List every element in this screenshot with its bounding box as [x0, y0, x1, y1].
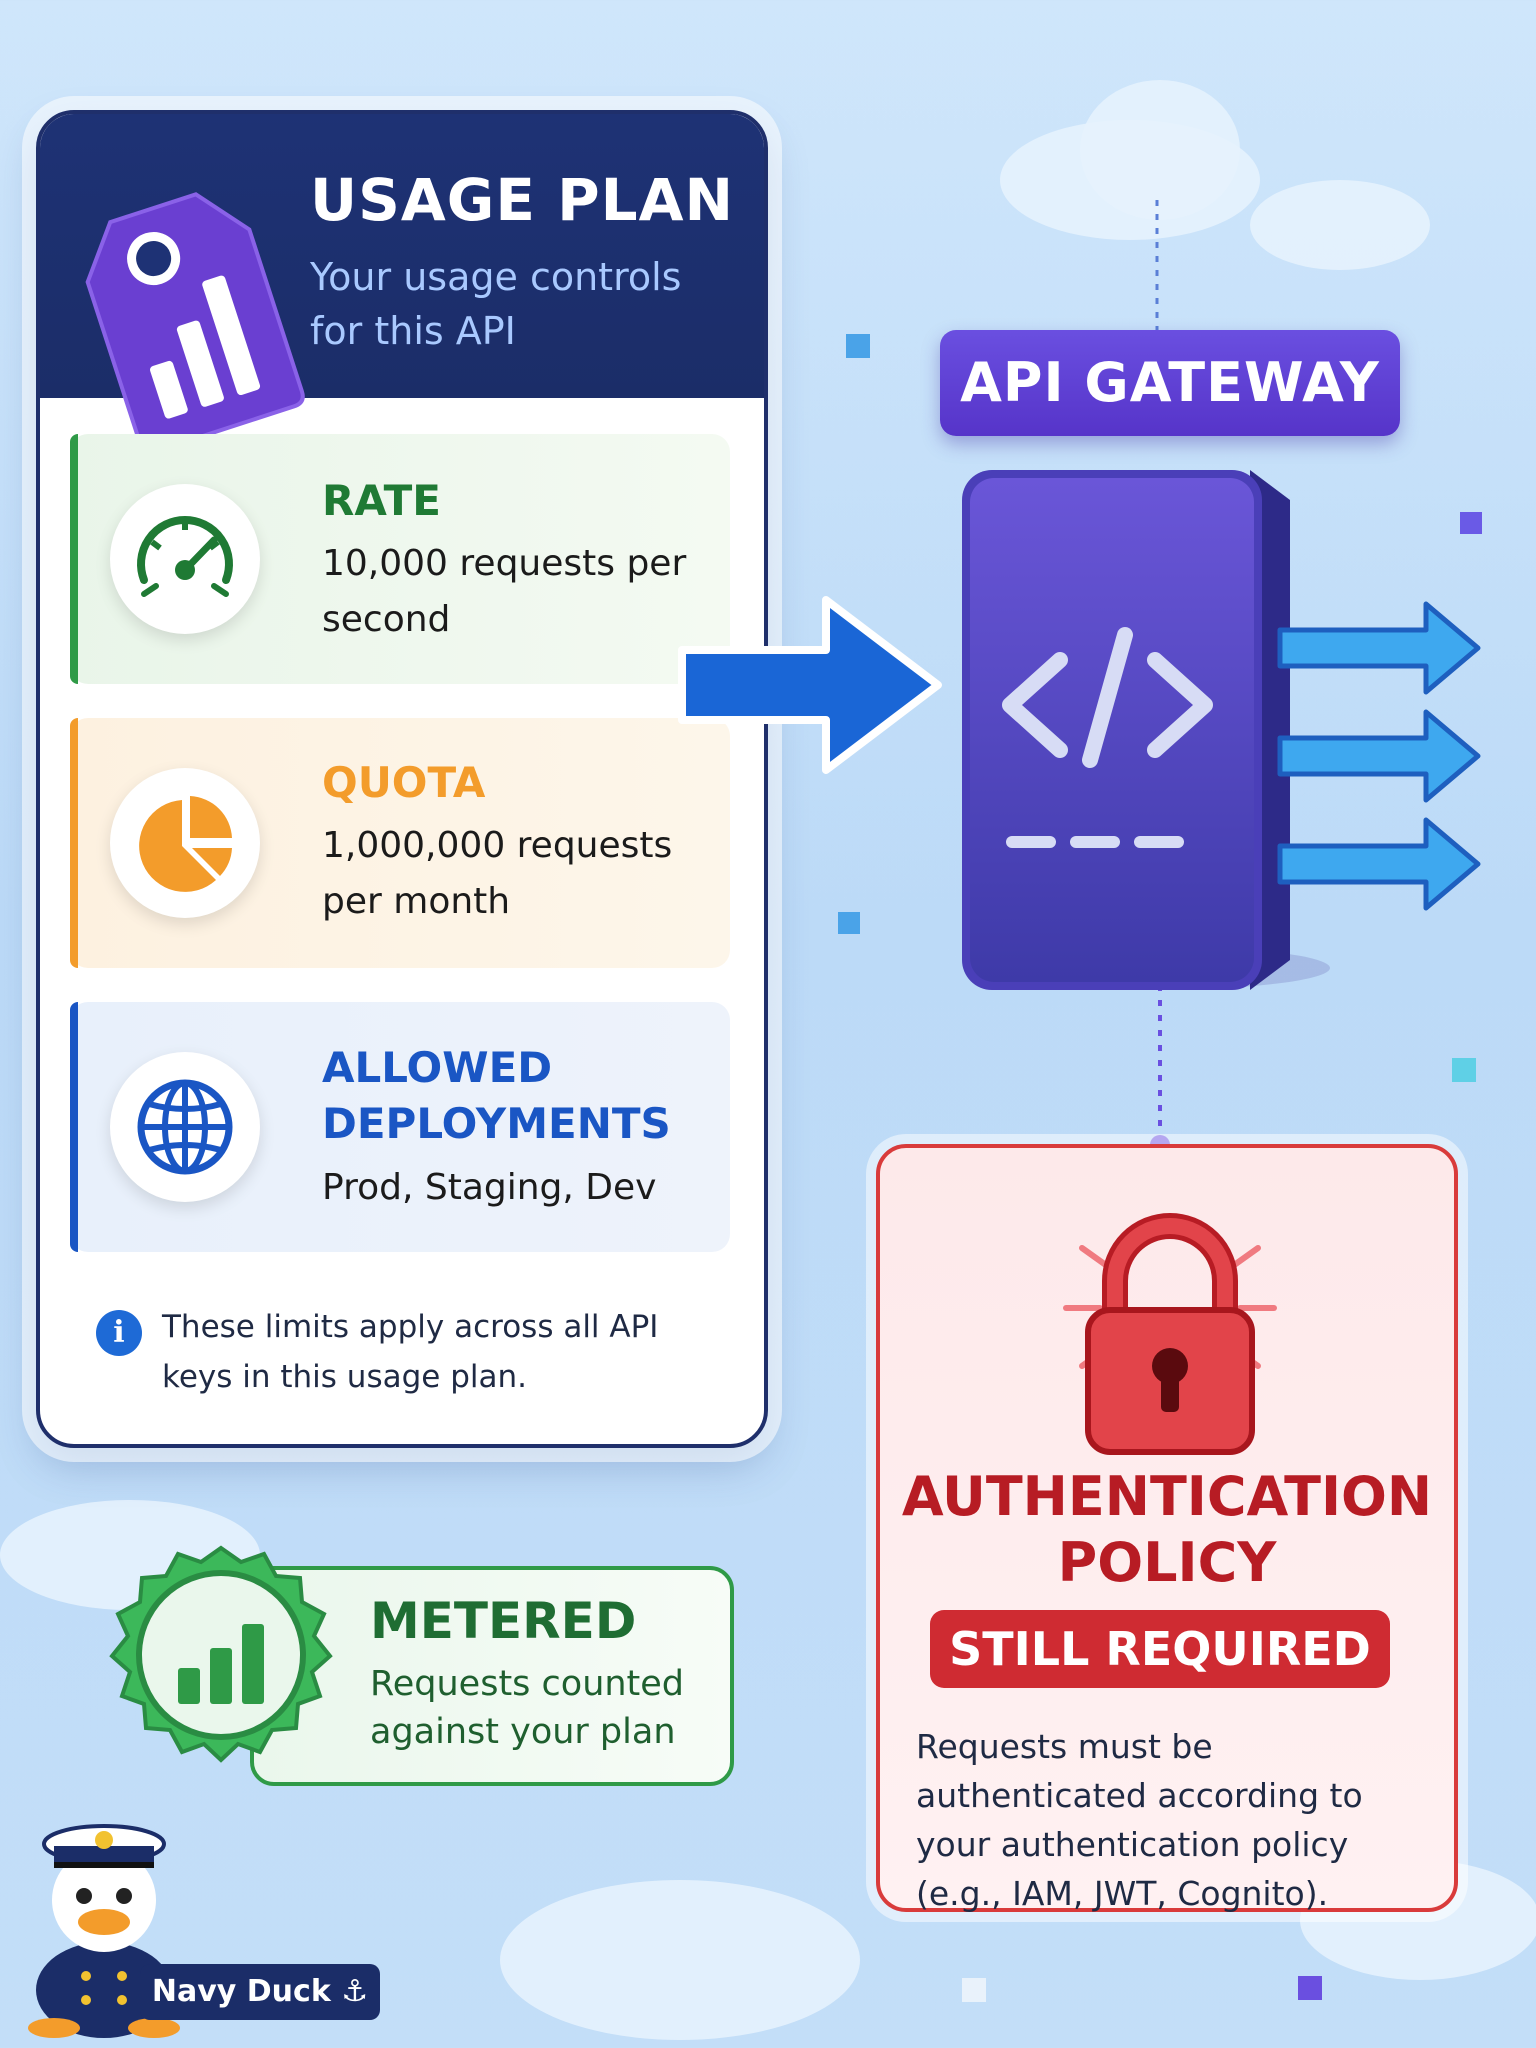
- deployments-title: ALLOWED DEPLOYMENTS: [322, 1043, 671, 1148]
- authentication-policy-text: Requests must be authenticated according…: [916, 1727, 1363, 1913]
- metered-text: Requests counted against your plan: [370, 1664, 685, 1752]
- pie-chart-icon: [139, 796, 232, 892]
- cloud-decoration: [500, 1880, 860, 2040]
- api-gateway-label: API GATEWAY: [940, 330, 1400, 436]
- deployments-row: ALLOWED DEPLOYMENTS Prod, Staging, Dev: [70, 1002, 730, 1252]
- still-required-badge: STILL REQUIRED: [930, 1610, 1390, 1688]
- authentication-policy-card: AUTHENTICATION POLICY STILL REQUIRED Req…: [876, 1144, 1458, 1913]
- rate-accent-bar: [70, 434, 78, 684]
- decor-square: [1452, 1058, 1476, 1082]
- quota-title: QUOTA: [322, 758, 486, 807]
- arrow-out-icon: [1277, 709, 1481, 803]
- connector-line: [1150, 985, 1170, 1155]
- deployments-icon-circle: [110, 1052, 260, 1202]
- quota-row: QUOTA 1,000,000 requests per month: [70, 718, 730, 968]
- info-icon: i: [96, 1310, 142, 1356]
- rate-text: 10,000 requests per second: [322, 543, 687, 640]
- decor-square: [962, 1978, 986, 2002]
- metered-card: METERED Requests counted against your pl…: [250, 1566, 734, 1786]
- cloud-decoration: [1250, 180, 1430, 270]
- deployments-text: Prod, Staging, Dev: [322, 1167, 657, 1208]
- authentication-policy-title: AUTHENTICATION POLICY: [901, 1465, 1433, 1594]
- metered-badge-icon: [109, 1545, 333, 1763]
- decor-square: [1298, 1976, 1322, 2000]
- api-gateway-server-icon: [962, 470, 1330, 990]
- padlock-icon: [1063, 1213, 1277, 1455]
- usage-plan-card: USAGE PLAN Your usage controls for this …: [36, 110, 768, 1448]
- arrow-out-icon: [1277, 601, 1481, 695]
- usage-plan-title: USAGE PLAN: [310, 166, 735, 234]
- navy-duck-label: Navy Duck ⚓: [140, 1964, 380, 2020]
- rate-title: RATE: [322, 476, 441, 525]
- decor-square: [846, 334, 870, 358]
- price-tag-icon: [85, 192, 305, 440]
- decor-square: [838, 912, 860, 934]
- metered-title: METERED: [370, 1592, 637, 1650]
- arrow-right-icon: [678, 596, 942, 774]
- arrow-out-icon: [1277, 817, 1481, 911]
- usage-plan-note: These limits apply across all API keys i…: [162, 1309, 659, 1395]
- decor-square: [1460, 512, 1482, 534]
- navy-duck-mascot-icon: [28, 1824, 180, 2038]
- quota-icon-circle: [110, 768, 260, 918]
- connector-line: [1155, 200, 1159, 330]
- globe-icon: [137, 1079, 233, 1175]
- rate-row: RATE 10,000 requests per second: [70, 434, 730, 684]
- cloud-decoration: [1080, 80, 1240, 220]
- quota-accent-bar: [70, 718, 78, 968]
- speedometer-icon: [137, 516, 233, 597]
- usage-plan-subtitle: Your usage controls for this API: [310, 255, 682, 353]
- quota-text: 1,000,000 requests per month: [322, 825, 673, 922]
- rate-icon-circle: [110, 484, 260, 634]
- deployments-accent-bar: [70, 1002, 78, 1252]
